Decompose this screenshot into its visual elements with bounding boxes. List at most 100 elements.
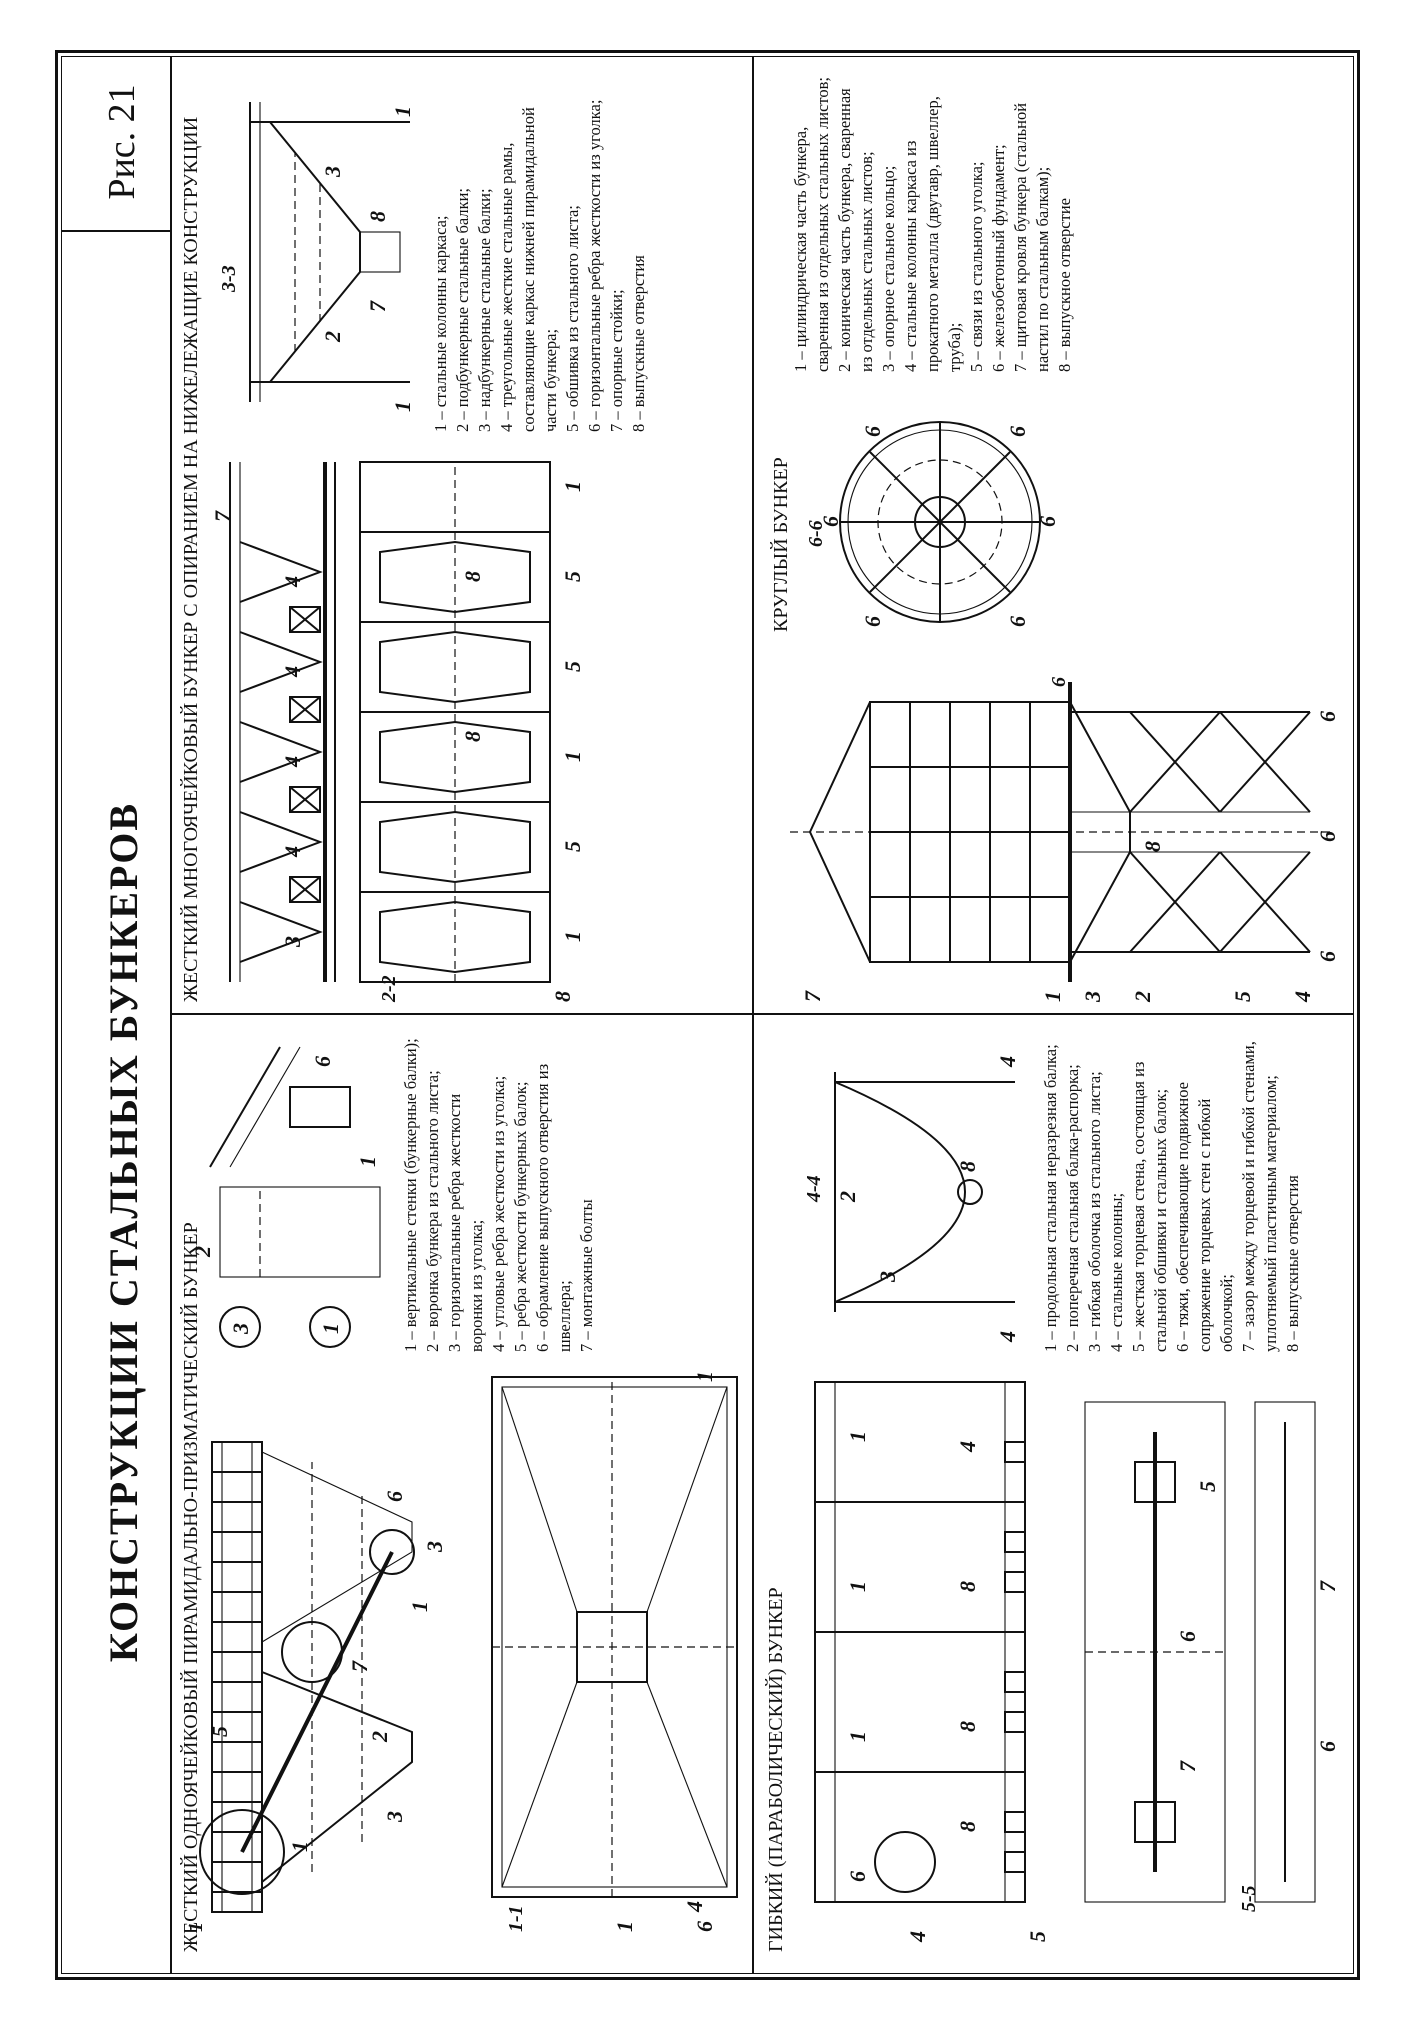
legend-item: 2 – поперечная стальная балка-распорка;	[1063, 1064, 1082, 1352]
svg-text:1: 1	[185, 1922, 207, 1932]
flexible-legend: 1 – продольная стальная неразрезная балк…	[1040, 1032, 1304, 1352]
svg-text:7: 7	[1175, 1760, 1200, 1772]
svg-text:3: 3	[280, 936, 305, 948]
svg-text:3: 3	[382, 1811, 407, 1823]
svg-text:2: 2	[835, 1191, 860, 1203]
svg-text:8: 8	[460, 731, 485, 742]
legend-item: 7 – зазор между торцевой и гибкой стенам…	[1239, 1041, 1280, 1352]
svg-text:7: 7	[347, 1660, 372, 1672]
svg-text:2: 2	[1130, 991, 1155, 1003]
svg-text:6: 6	[1005, 426, 1030, 437]
svg-text:4: 4	[280, 666, 305, 678]
svg-text:8: 8	[955, 1821, 980, 1832]
multicell-legend: 1 – стальные колонны каркаса; 2 – подбун…	[430, 72, 650, 432]
sheet-title: КОНСТРУКЦИИ СТАЛЬНЫХ БУНКЕРОВ	[101, 801, 146, 1663]
svg-text:4: 4	[995, 1056, 1020, 1068]
svg-text:8: 8	[365, 211, 390, 222]
svg-text:5: 5	[1195, 1481, 1220, 1492]
figure-label-divider	[61, 230, 171, 232]
svg-text:1: 1	[845, 1731, 870, 1742]
round-legend: 1 – цилиндрическая часть бункера, сварен…	[790, 72, 1076, 372]
svg-text:7: 7	[365, 300, 390, 312]
svg-text:4-4: 4-4	[803, 1175, 825, 1203]
panel-horizontal-divider	[752, 56, 754, 1974]
multicell-panel-title: ЖЕСТКИЙ МНОГОЯЧЕЙКОВЫЙ БУНКЕР С ОПИРАНИЕ…	[180, 116, 202, 1002]
svg-text:8: 8	[955, 1161, 980, 1172]
svg-text:1: 1	[355, 1156, 380, 1167]
legend-item: 6 – обрамление выпускного отверстия из ш…	[533, 1063, 574, 1352]
svg-text:1: 1	[845, 1581, 870, 1592]
flexible-cross-section: 4-4 3 8 4 4 2	[803, 1056, 1020, 1343]
legend-item: 8 – выпускные отверстия	[629, 255, 648, 432]
svg-text:1: 1	[560, 751, 585, 762]
legend-item: 3 – горизонтальные ребра жесткости ворон…	[445, 1093, 486, 1352]
svg-text:1: 1	[390, 106, 415, 117]
legend-item: 4 – стальные колонны каркаса из прокатно…	[901, 96, 964, 372]
svg-text:6: 6	[1315, 831, 1340, 842]
svg-text:1-1: 1-1	[505, 1905, 527, 1932]
legend-item: 7 – опорные стойки;	[607, 289, 626, 432]
legend-item: 3 – надбункерные стальные балки;	[475, 188, 494, 432]
svg-text:5: 5	[560, 571, 585, 582]
svg-text:6: 6	[860, 616, 885, 627]
svg-text:1: 1	[560, 931, 585, 942]
svg-text:2: 2	[320, 331, 345, 343]
legend-item: 7 – монтажные болты	[577, 1199, 596, 1352]
legend-item: 1 – продольная стальная неразрезная балк…	[1041, 1044, 1060, 1352]
svg-text:4: 4	[682, 1901, 707, 1913]
svg-text:3: 3	[228, 1323, 253, 1335]
legend-item: 4 – треугольные жесткие стальные рамы, с…	[497, 107, 560, 432]
svg-text:4: 4	[955, 1441, 980, 1453]
svg-text:6: 6	[818, 516, 843, 527]
svg-text:4: 4	[995, 1331, 1020, 1343]
legend-item: 5 – ребра жесткости бункерных балок;	[511, 1081, 530, 1352]
svg-text:5-5: 5-5	[1238, 1885, 1260, 1912]
svg-text:5: 5	[1230, 991, 1255, 1002]
legend-item: 3 – опорное стальное кольцо;	[879, 165, 898, 372]
svg-text:5: 5	[207, 1726, 232, 1737]
svg-text:4: 4	[280, 576, 305, 588]
svg-text:5: 5	[560, 661, 585, 672]
svg-text:3: 3	[875, 1271, 900, 1283]
svg-text:4: 4	[1290, 991, 1315, 1003]
svg-text:1: 1	[407, 1601, 432, 1612]
svg-text:6: 6	[860, 426, 885, 437]
flexible-panel-title: ГИБКИЙ (ПАРАБОЛИЧЕСКИЙ) БУНКЕР	[765, 1587, 787, 1952]
svg-text:1: 1	[390, 401, 415, 412]
svg-text:5: 5	[1025, 1931, 1050, 1942]
svg-text:6: 6	[1315, 1741, 1340, 1752]
figure-label: Рис. 21	[101, 84, 143, 200]
svg-text:6: 6	[1005, 616, 1030, 627]
svg-text:6: 6	[1315, 711, 1340, 722]
pyramidal-legend: 1 – вертикальные стенки (бункерные балки…	[400, 1032, 598, 1352]
svg-text:1: 1	[1040, 991, 1065, 1002]
svg-text:2-2: 2-2	[378, 975, 400, 1003]
legend-item: 8 – выпускные отверстия	[1283, 1175, 1302, 1352]
svg-text:6-6: 6-6	[805, 520, 827, 547]
legend-item: 5 – связи из стального уголка;	[967, 161, 986, 372]
legend-item: 6 – тяжи, обеспечивающие подвижное сопря…	[1173, 1081, 1236, 1352]
svg-text:3: 3	[1080, 991, 1105, 1003]
svg-text:4: 4	[280, 846, 305, 858]
legend-item: 4 – угловые ребра жесткости из уголка;	[489, 1075, 508, 1352]
legend-item: 8 – выпускное отверстие	[1055, 198, 1074, 372]
svg-text:6: 6	[845, 1871, 870, 1882]
svg-text:8: 8	[955, 1721, 980, 1732]
svg-text:6: 6	[310, 1056, 335, 1067]
legend-item: 6 – горизонтальные ребра жесткости из уг…	[585, 99, 604, 432]
svg-text:8: 8	[460, 571, 485, 582]
svg-text:8: 8	[550, 991, 575, 1002]
legend-item: 1 – цилиндрическая часть бункера, сварен…	[791, 76, 832, 372]
legend-item: 1 – стальные колонны каркаса;	[431, 215, 450, 432]
round-panel-title: КРУГЛЫЙ БУНКЕР	[770, 457, 792, 632]
svg-text:6: 6	[382, 1491, 407, 1502]
svg-text:6: 6	[1315, 951, 1340, 962]
legend-item: 5 – жесткая торцевая стена, состоящая из…	[1129, 1061, 1170, 1352]
legend-item: 7 – щитовая кровля бункера (стальной нас…	[1011, 102, 1052, 372]
svg-text:1: 1	[612, 1921, 637, 1932]
